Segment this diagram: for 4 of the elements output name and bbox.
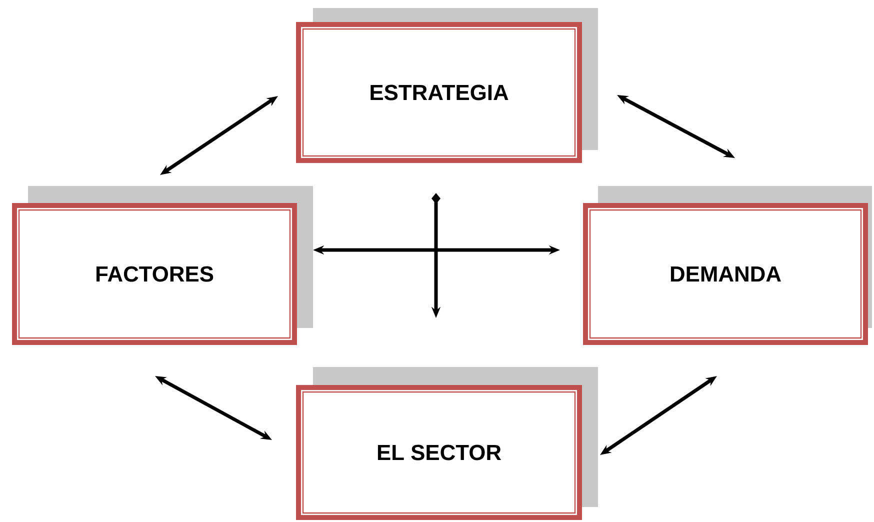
box: ESTRATEGIA: [296, 8, 598, 163]
box: DEMANDA: [583, 186, 872, 345]
box: EL SECTOR: [296, 367, 598, 520]
box: FACTORES: [12, 186, 313, 345]
